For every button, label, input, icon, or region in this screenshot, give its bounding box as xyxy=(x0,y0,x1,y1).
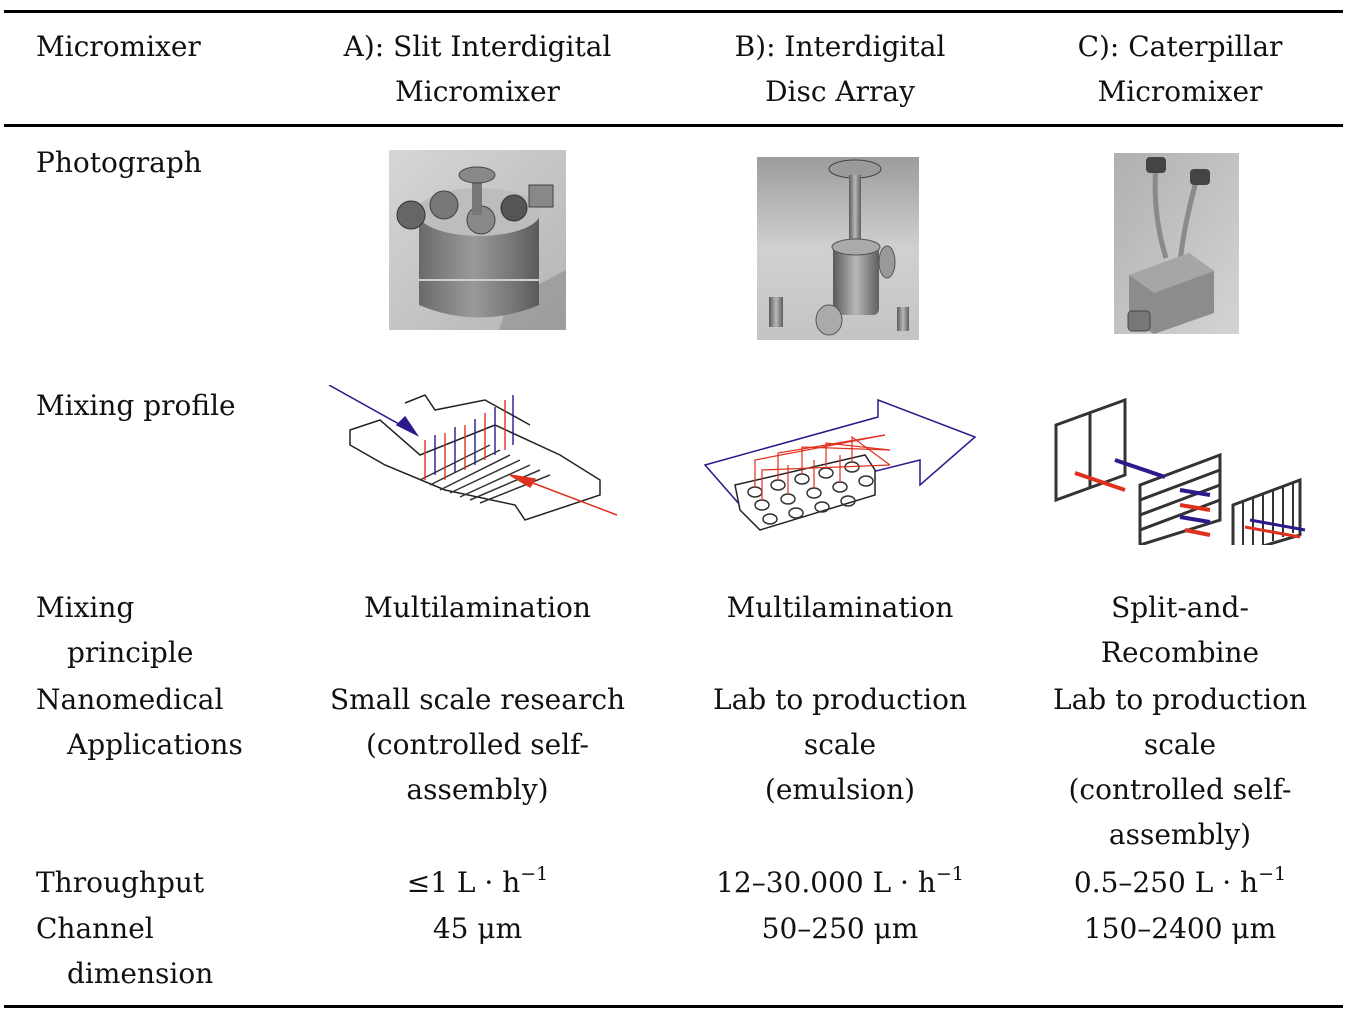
mixing-principle-c: Split-and- Recombine xyxy=(1010,585,1350,675)
header-c-line1: C): Caterpillar xyxy=(1077,30,1283,63)
mixing-profile-label: Mixing profile xyxy=(36,389,236,422)
header-column-c: C): Caterpillar Micromixer xyxy=(1010,24,1350,114)
applications-c-line1: Lab to production xyxy=(1052,683,1308,716)
mixing-principle-a-text: Multilamination xyxy=(364,591,591,624)
applications-label-line2: Applications xyxy=(67,728,243,761)
header-column-a: A): Slit Interdigital Micromixer xyxy=(305,24,650,114)
mixing-principle-c-line2: Recombine xyxy=(1100,636,1260,669)
slit-interdigital-micromixer-photo xyxy=(389,150,566,330)
mixing-principle-b-text: Multilamination xyxy=(726,591,954,624)
split-recombine-mixing-diagram xyxy=(1050,395,1310,545)
mixing-principle-a: Multilamination xyxy=(305,585,650,630)
photograph-label: Photograph xyxy=(36,146,202,179)
channel-dimension-label-line2: dimension xyxy=(67,957,214,990)
channel-dimension-a-value: 45 μm xyxy=(432,912,523,945)
throughput-b-exponent: −1 xyxy=(935,863,964,885)
channel-dimension-b-value: 50–250 μm xyxy=(761,912,919,945)
applications-c-line2: scale xyxy=(1143,728,1217,761)
throughput-b-value: 12–30.000 L · h xyxy=(716,866,936,899)
channel-dimension-label-line1: Channel xyxy=(36,912,154,945)
header-c-line2: Micromixer xyxy=(1097,75,1263,108)
applications-a-line3: assembly) xyxy=(406,773,549,806)
throughput-label: Throughput xyxy=(36,866,205,899)
table-header-rule xyxy=(4,124,1343,127)
throughput-a-exponent: −1 xyxy=(520,863,549,885)
applications-a: Small scale research (controlled self- a… xyxy=(305,677,650,812)
applications-b-line2: scale xyxy=(803,728,877,761)
row-label-throughput: Throughput xyxy=(36,860,316,905)
table-top-rule xyxy=(4,10,1343,13)
header-b-line1: B): Interdigital xyxy=(734,30,946,63)
header-row-label: Micromixer xyxy=(36,24,316,69)
header-a-line2: Micromixer xyxy=(395,75,560,108)
applications-b-line1: Lab to production xyxy=(712,683,968,716)
channel-dimension-c: 150–2400 μm xyxy=(1010,906,1350,951)
applications-b-line3: (emulsion) xyxy=(764,773,916,806)
throughput-c-value: 0.5–250 L · h xyxy=(1073,866,1259,899)
row-label-applications: Nanomedical Applications xyxy=(36,677,316,767)
mixing-principle-b: Multilamination xyxy=(670,585,1010,630)
disc-array-mixing-diagram xyxy=(700,395,985,535)
throughput-c-exponent: −1 xyxy=(1258,863,1287,885)
row-label-mixing-profile: Mixing profile xyxy=(36,383,316,428)
mixing-principle-c-line1: Split-and- xyxy=(1111,591,1249,624)
row-label-mixing-principle: Mixing principle xyxy=(36,585,316,675)
applications-a-line1: Small scale research xyxy=(329,683,626,716)
row-label-channel-dimension: Channel dimension xyxy=(36,906,316,996)
table-bottom-rule xyxy=(4,1005,1343,1008)
throughput-a: ≤1 L · h−1 xyxy=(305,860,650,905)
caterpillar-micromixer-photo xyxy=(1114,153,1239,334)
header-column-b: B): Interdigital Disc Array xyxy=(670,24,1010,114)
throughput-b: 12–30.000 L · h−1 xyxy=(670,860,1010,905)
row-label-photograph: Photograph xyxy=(36,140,316,185)
applications-c: Lab to production scale (controlled self… xyxy=(1010,677,1350,857)
interdigital-disc-array-photo xyxy=(757,157,919,340)
channel-dimension-a: 45 μm xyxy=(305,906,650,951)
header-a-line1: A): Slit Interdigital xyxy=(343,30,612,63)
header-micromixer-label: Micromixer xyxy=(36,30,201,63)
mixing-principle-label-line2: principle xyxy=(67,636,194,669)
applications-c-line3: (controlled self- xyxy=(1068,773,1292,806)
channel-dimension-c-value: 150–2400 μm xyxy=(1083,912,1277,945)
header-b-line2: Disc Array xyxy=(765,75,915,108)
throughput-c: 0.5–250 L · h−1 xyxy=(1010,860,1350,905)
applications-a-line2: (controlled self- xyxy=(365,728,589,761)
mixing-principle-label-line1: Mixing xyxy=(36,591,135,624)
applications-label-line1: Nanomedical xyxy=(36,683,224,716)
applications-b: Lab to production scale (emulsion) xyxy=(670,677,1010,812)
throughput-a-value: ≤1 L · h xyxy=(406,866,521,899)
applications-c-line4: assembly) xyxy=(1108,818,1252,851)
slit-interdigital-mixing-diagram xyxy=(325,385,625,525)
channel-dimension-b: 50–250 μm xyxy=(670,906,1010,951)
